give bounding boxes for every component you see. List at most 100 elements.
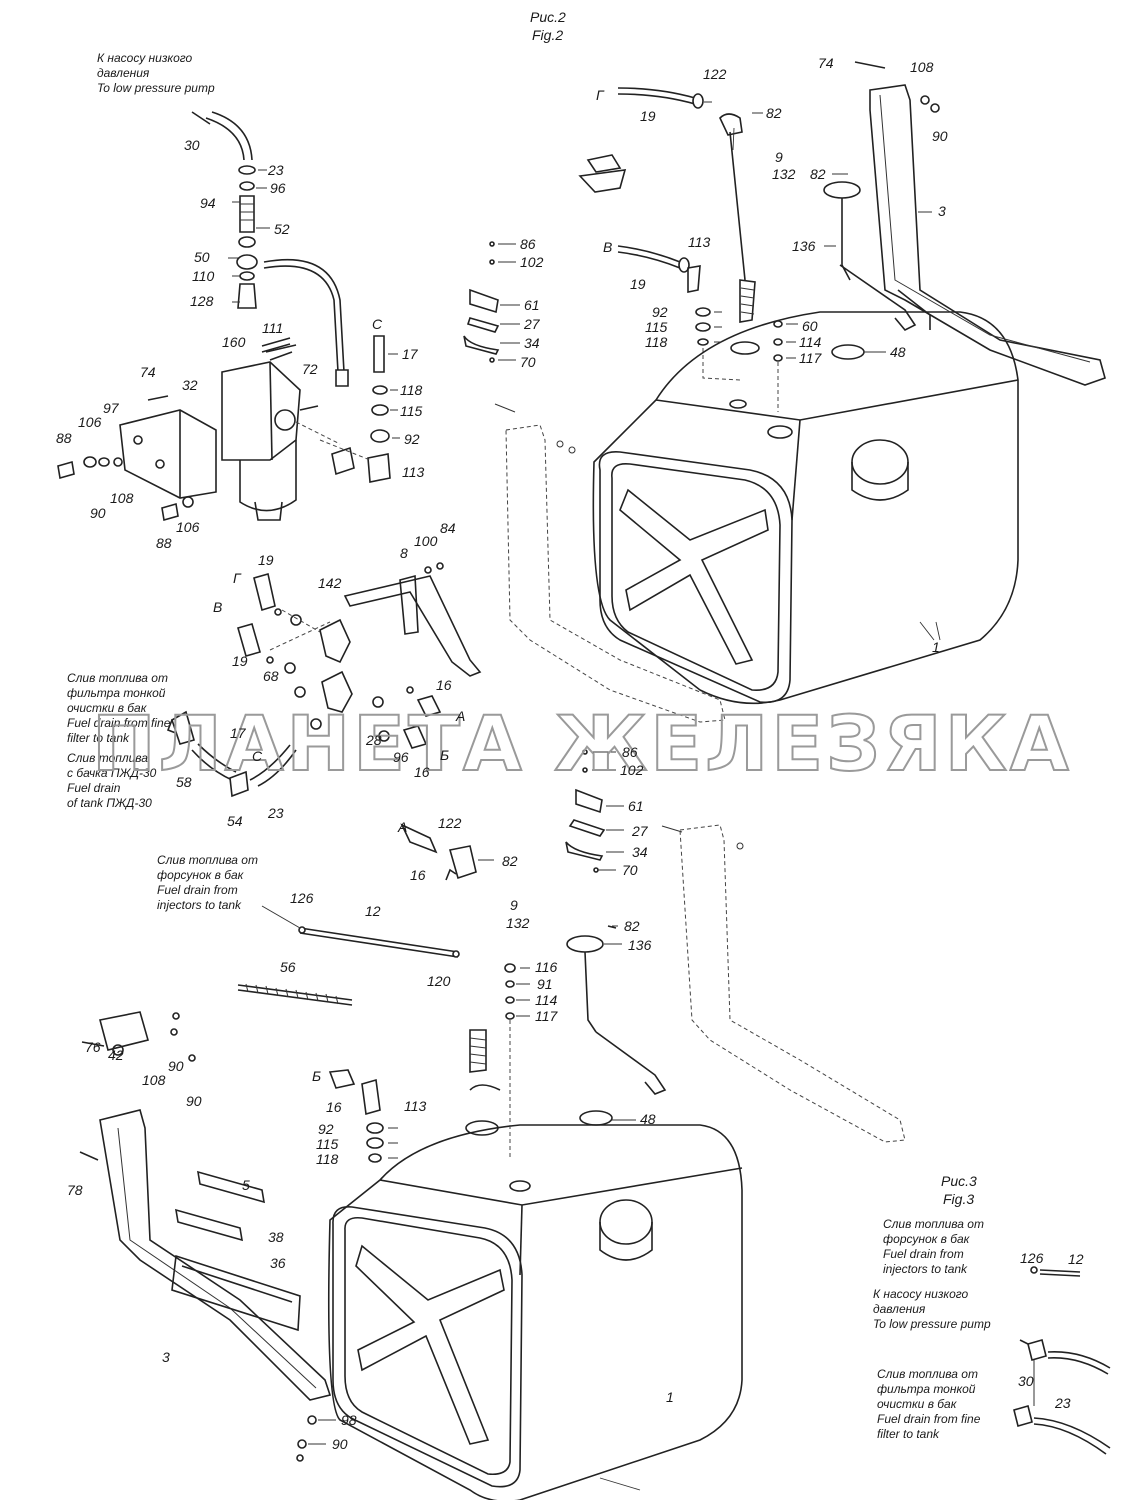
part-label: 3 <box>938 203 946 219</box>
part-label: 90 <box>932 128 948 144</box>
part-label: 34 <box>632 844 648 860</box>
part-label: 88 <box>56 430 72 446</box>
part-label: 106 <box>78 414 102 430</box>
part-label: 36 <box>270 1255 286 1271</box>
part-label: 74 <box>818 55 834 71</box>
part-label: 56 <box>280 959 296 975</box>
part-label: 117 <box>799 350 823 366</box>
part-label: 19 <box>232 653 248 669</box>
part-label: 72 <box>302 361 318 377</box>
hoses-upper <box>617 87 704 293</box>
part-label: Б <box>440 747 449 763</box>
part-label: 90 <box>186 1093 202 1109</box>
part-label: 92 <box>404 431 420 447</box>
part-label: 86 <box>622 744 638 760</box>
part-label: 108 <box>142 1072 166 1088</box>
washers-upper <box>695 307 783 412</box>
part-labels: 30 23 96 94 52 50 110 128 111 160 C 17 1… <box>56 55 1084 1452</box>
part-label: A <box>397 819 407 835</box>
part-label: 84 <box>440 520 456 536</box>
part-label: 115 <box>316 1136 339 1152</box>
part-label: 126 <box>1020 1250 1044 1266</box>
part-label: 42 <box>108 1047 124 1063</box>
strap-brackets-upper <box>463 241 500 363</box>
part-label: 86 <box>520 236 536 252</box>
upper-fuel-tank <box>592 311 1019 705</box>
part-label: 116 <box>535 959 558 975</box>
upper-tank-bracket-right <box>854 61 1106 386</box>
part-label: 16 <box>410 867 426 883</box>
part-label: 23 <box>267 805 284 821</box>
watermark: ПЛАНЕТА ЖЕЛЕЗЯКА <box>92 699 1072 788</box>
part-label: 17 <box>402 346 419 362</box>
part-label: 92 <box>318 1121 334 1137</box>
part-label: 54 <box>227 813 243 829</box>
part-label: 27 <box>631 823 649 839</box>
part-label: 5 <box>242 1177 250 1193</box>
part-label: 102 <box>620 762 644 778</box>
fig2-title-ru: Рис.2 <box>530 9 566 25</box>
caption-fig3-filter: Слив топлива от фильтра тонкой очистки в… <box>877 1367 984 1441</box>
part-label: 96 <box>393 749 409 765</box>
valve-and-tee-assembly <box>166 562 482 798</box>
part-label: 76 <box>85 1039 101 1055</box>
part-label: 16 <box>436 677 452 693</box>
part-label: 160 <box>222 334 246 350</box>
fuel-level-sensor-top <box>823 181 917 331</box>
leader-lines <box>228 101 941 1491</box>
lower-fittings <box>328 1069 384 1163</box>
part-label: 126 <box>290 890 314 906</box>
part-label: 82 <box>810 166 826 182</box>
part-label: 58 <box>176 774 192 790</box>
part-label: 12 <box>1068 1251 1084 1267</box>
part-label: 32 <box>182 377 198 393</box>
fuel-intake-top <box>578 113 756 323</box>
part-label: 74 <box>140 364 156 380</box>
part-label: 122 <box>703 66 727 82</box>
part-label: 113 <box>404 1098 427 1114</box>
part-label: 19 <box>258 552 274 568</box>
part-label: 98 <box>341 1412 357 1428</box>
part-label: B <box>603 239 612 255</box>
part-label: 90 <box>332 1436 348 1452</box>
part-label: 108 <box>910 59 934 75</box>
part-label: 132 <box>506 915 530 931</box>
part-label: Б <box>312 1068 321 1084</box>
part-label: 82 <box>766 105 782 121</box>
part-label: 96 <box>270 180 286 196</box>
part-label: 27 <box>523 316 541 332</box>
part-label: 16 <box>326 1099 342 1115</box>
part-label: 70 <box>622 862 638 878</box>
part-label: 48 <box>640 1111 656 1127</box>
part-label: 23 <box>1054 1395 1071 1411</box>
part-label: 142 <box>318 575 342 591</box>
part-label: 28 <box>365 732 382 748</box>
part-label: 106 <box>176 519 200 535</box>
caption-injectors-drain: Слив топлива от форсунок в бак Fuel drai… <box>157 853 261 912</box>
part-label: 23 <box>267 162 284 178</box>
part-label: 61 <box>628 798 644 814</box>
part-label: 92 <box>652 304 668 320</box>
part-label: 115 <box>400 403 423 419</box>
part-label: 94 <box>200 195 216 211</box>
part-label: 110 <box>192 268 215 284</box>
part-label: B <box>213 599 222 615</box>
part-label: 118 <box>400 382 423 398</box>
part-label: 102 <box>520 254 544 270</box>
part-label: 1 <box>932 639 940 655</box>
fuel-filter-assembly <box>57 111 391 522</box>
part-label: 1 <box>666 1389 674 1405</box>
part-label: 122 <box>438 815 462 831</box>
part-label: 19 <box>640 108 656 124</box>
part-label: 61 <box>524 297 540 313</box>
part-label: Г <box>596 87 605 103</box>
fig3-title-ru: Рис.3 <box>941 1173 977 1189</box>
part-label: 114 <box>535 992 558 1008</box>
caption-low-pressure-pump: К насосу низкого давления To low pressur… <box>97 51 215 95</box>
part-label: 113 <box>402 464 425 480</box>
part-label: C <box>372 316 383 332</box>
fig3-title-en: Fig.3 <box>943 1191 974 1207</box>
caption-filter-drain: Слив топлива от фильтра тонкой очистки в… <box>67 671 174 745</box>
part-label: 52 <box>274 221 290 237</box>
